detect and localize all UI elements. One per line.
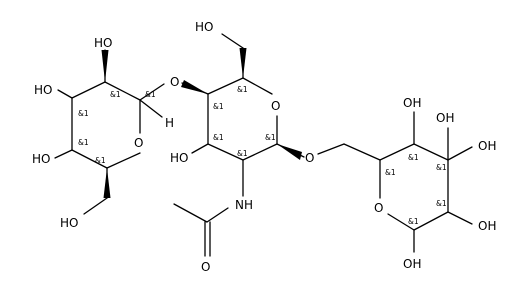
left-ring-bonds [54, 49, 165, 215]
bond [139, 99, 163, 118]
atom-label-oh: OH [436, 111, 454, 125]
atom-label-oh: OH [478, 139, 496, 153]
stereo-label: &1 [265, 133, 276, 142]
stereo-label: &1 [78, 138, 89, 147]
wedge-bond [239, 48, 247, 78]
bond [343, 143, 381, 161]
bond [71, 149, 108, 169]
atom-label-h: H [165, 116, 174, 130]
wedge-bond [101, 50, 109, 82]
atom-label-oh: HO [60, 216, 78, 230]
bond [173, 203, 208, 223]
stereo-label: &1 [95, 156, 106, 165]
stereo-label: &1 [78, 109, 89, 118]
wedge-bond [103, 168, 111, 198]
stereo-label: &1 [237, 149, 248, 158]
wedge-bond [181, 80, 208, 94]
atom-label-ring-oxygen: O [134, 136, 143, 150]
bond [207, 143, 244, 161]
atom-labels: HO HO HO HO H O O HO O HO O NH O OH OH O… [32, 20, 496, 274]
atom-label-ring-oxygen: O [271, 99, 280, 113]
bond [104, 81, 141, 101]
bond [221, 33, 244, 49]
atom-label-oh: HO [94, 36, 112, 50]
bond [447, 146, 473, 161]
stereo-label: &1 [145, 90, 156, 99]
stereo-label: &1 [110, 90, 121, 99]
bond [57, 89, 73, 99]
stereo-label: &1 [408, 217, 419, 226]
middle-ring-bonds [173, 33, 345, 257]
atom-label-ring-oxygen: O [374, 201, 383, 215]
atom-label-oh: HO [170, 151, 188, 165]
right-ring-bonds [343, 111, 473, 253]
bond [71, 81, 106, 99]
bond [379, 143, 415, 161]
bond [413, 143, 449, 161]
stereo-label: &1 [436, 163, 447, 172]
atom-label-oh: HO [32, 152, 50, 166]
stereo-wedges [101, 48, 302, 198]
stereo-label: &1 [436, 199, 447, 208]
atom-label-oh: HO [34, 83, 52, 97]
atom-label-oh: OH [403, 257, 421, 271]
stereo-descriptors: &1 &1 &1 &1 &1 &1 &1 &1 &1 &1 &1 &1 &1 &… [78, 85, 447, 226]
stereo-label: &1 [213, 133, 224, 142]
stereo-label: &1 [213, 102, 224, 111]
atom-label-oxygen: O [305, 151, 314, 165]
bond [387, 213, 415, 231]
stereo-label: &1 [408, 153, 419, 162]
atom-label-nh: NH [235, 198, 253, 212]
bond [83, 197, 108, 215]
bond [242, 143, 278, 161]
bond [447, 211, 473, 225]
bond [413, 211, 449, 231]
bond [317, 143, 345, 155]
atom-label-oh: OH [403, 96, 421, 110]
bond [54, 149, 73, 159]
bond [242, 77, 273, 95]
atom-label-carbonyl-oxygen: O [201, 260, 210, 274]
bond [106, 152, 141, 169]
stereo-label: &1 [385, 168, 396, 177]
wedge-bond [277, 144, 302, 160]
bond [207, 77, 244, 95]
bond [191, 143, 209, 154]
stereo-label: &1 [237, 85, 248, 94]
atom-label-oxygen: O [170, 75, 179, 89]
atom-label-oh: HO [195, 20, 213, 34]
atom-label-oh: OH [478, 219, 496, 233]
bond [139, 83, 165, 101]
bond [206, 207, 229, 223]
